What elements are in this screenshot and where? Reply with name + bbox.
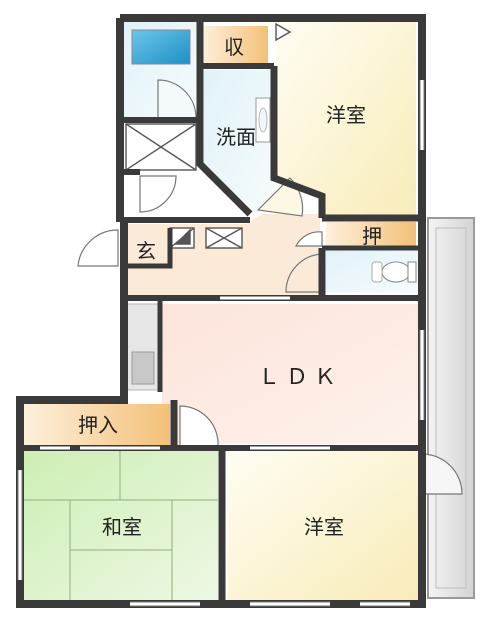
- storage-label: 収: [224, 35, 244, 59]
- japanese-room-label: 和室: [102, 515, 142, 539]
- western-room-south-fill: [228, 450, 418, 600]
- washbasin: [255, 97, 271, 143]
- door-washroom: [139, 175, 177, 213]
- room-fills: [24, 22, 418, 600]
- western-room-north-fill: [276, 22, 416, 216]
- door-balcony: [421, 453, 463, 495]
- storage-fill: [202, 26, 268, 64]
- entrance-label: 玄: [136, 239, 156, 263]
- tatami-lines: [24, 450, 218, 600]
- door-bath: [157, 79, 197, 119]
- closet-label: 押入: [78, 413, 118, 437]
- closet-fill: [24, 404, 170, 446]
- kitchen-sink: [131, 351, 155, 385]
- washroom-fill: [204, 70, 272, 212]
- ldk-label: ＬＤＫ: [258, 365, 342, 390]
- western-room-north-label: 洋室: [326, 103, 366, 127]
- door-entrance: [77, 229, 119, 267]
- bathtub: [131, 29, 191, 65]
- shelves: [125, 22, 292, 249]
- windows: [18, 80, 424, 606]
- washroom-label: 洗面: [216, 125, 256, 149]
- closet-small-label: 押: [362, 224, 382, 248]
- door-closet-small: [295, 231, 323, 247]
- room-labels: 洋室 洗面 収 押 玄 ＬＤＫ 押入 和室 洋室: [78, 35, 382, 539]
- sliding-doors: [40, 296, 330, 450]
- western-room-south-label: 洋室: [304, 515, 344, 539]
- toilet-fixture: [371, 261, 417, 283]
- japanese-room-fill: [24, 450, 218, 600]
- closet-small-fill: [326, 222, 416, 246]
- door-toilet: [285, 253, 323, 293]
- window-lines: [17, 80, 425, 607]
- balcony: [427, 217, 475, 599]
